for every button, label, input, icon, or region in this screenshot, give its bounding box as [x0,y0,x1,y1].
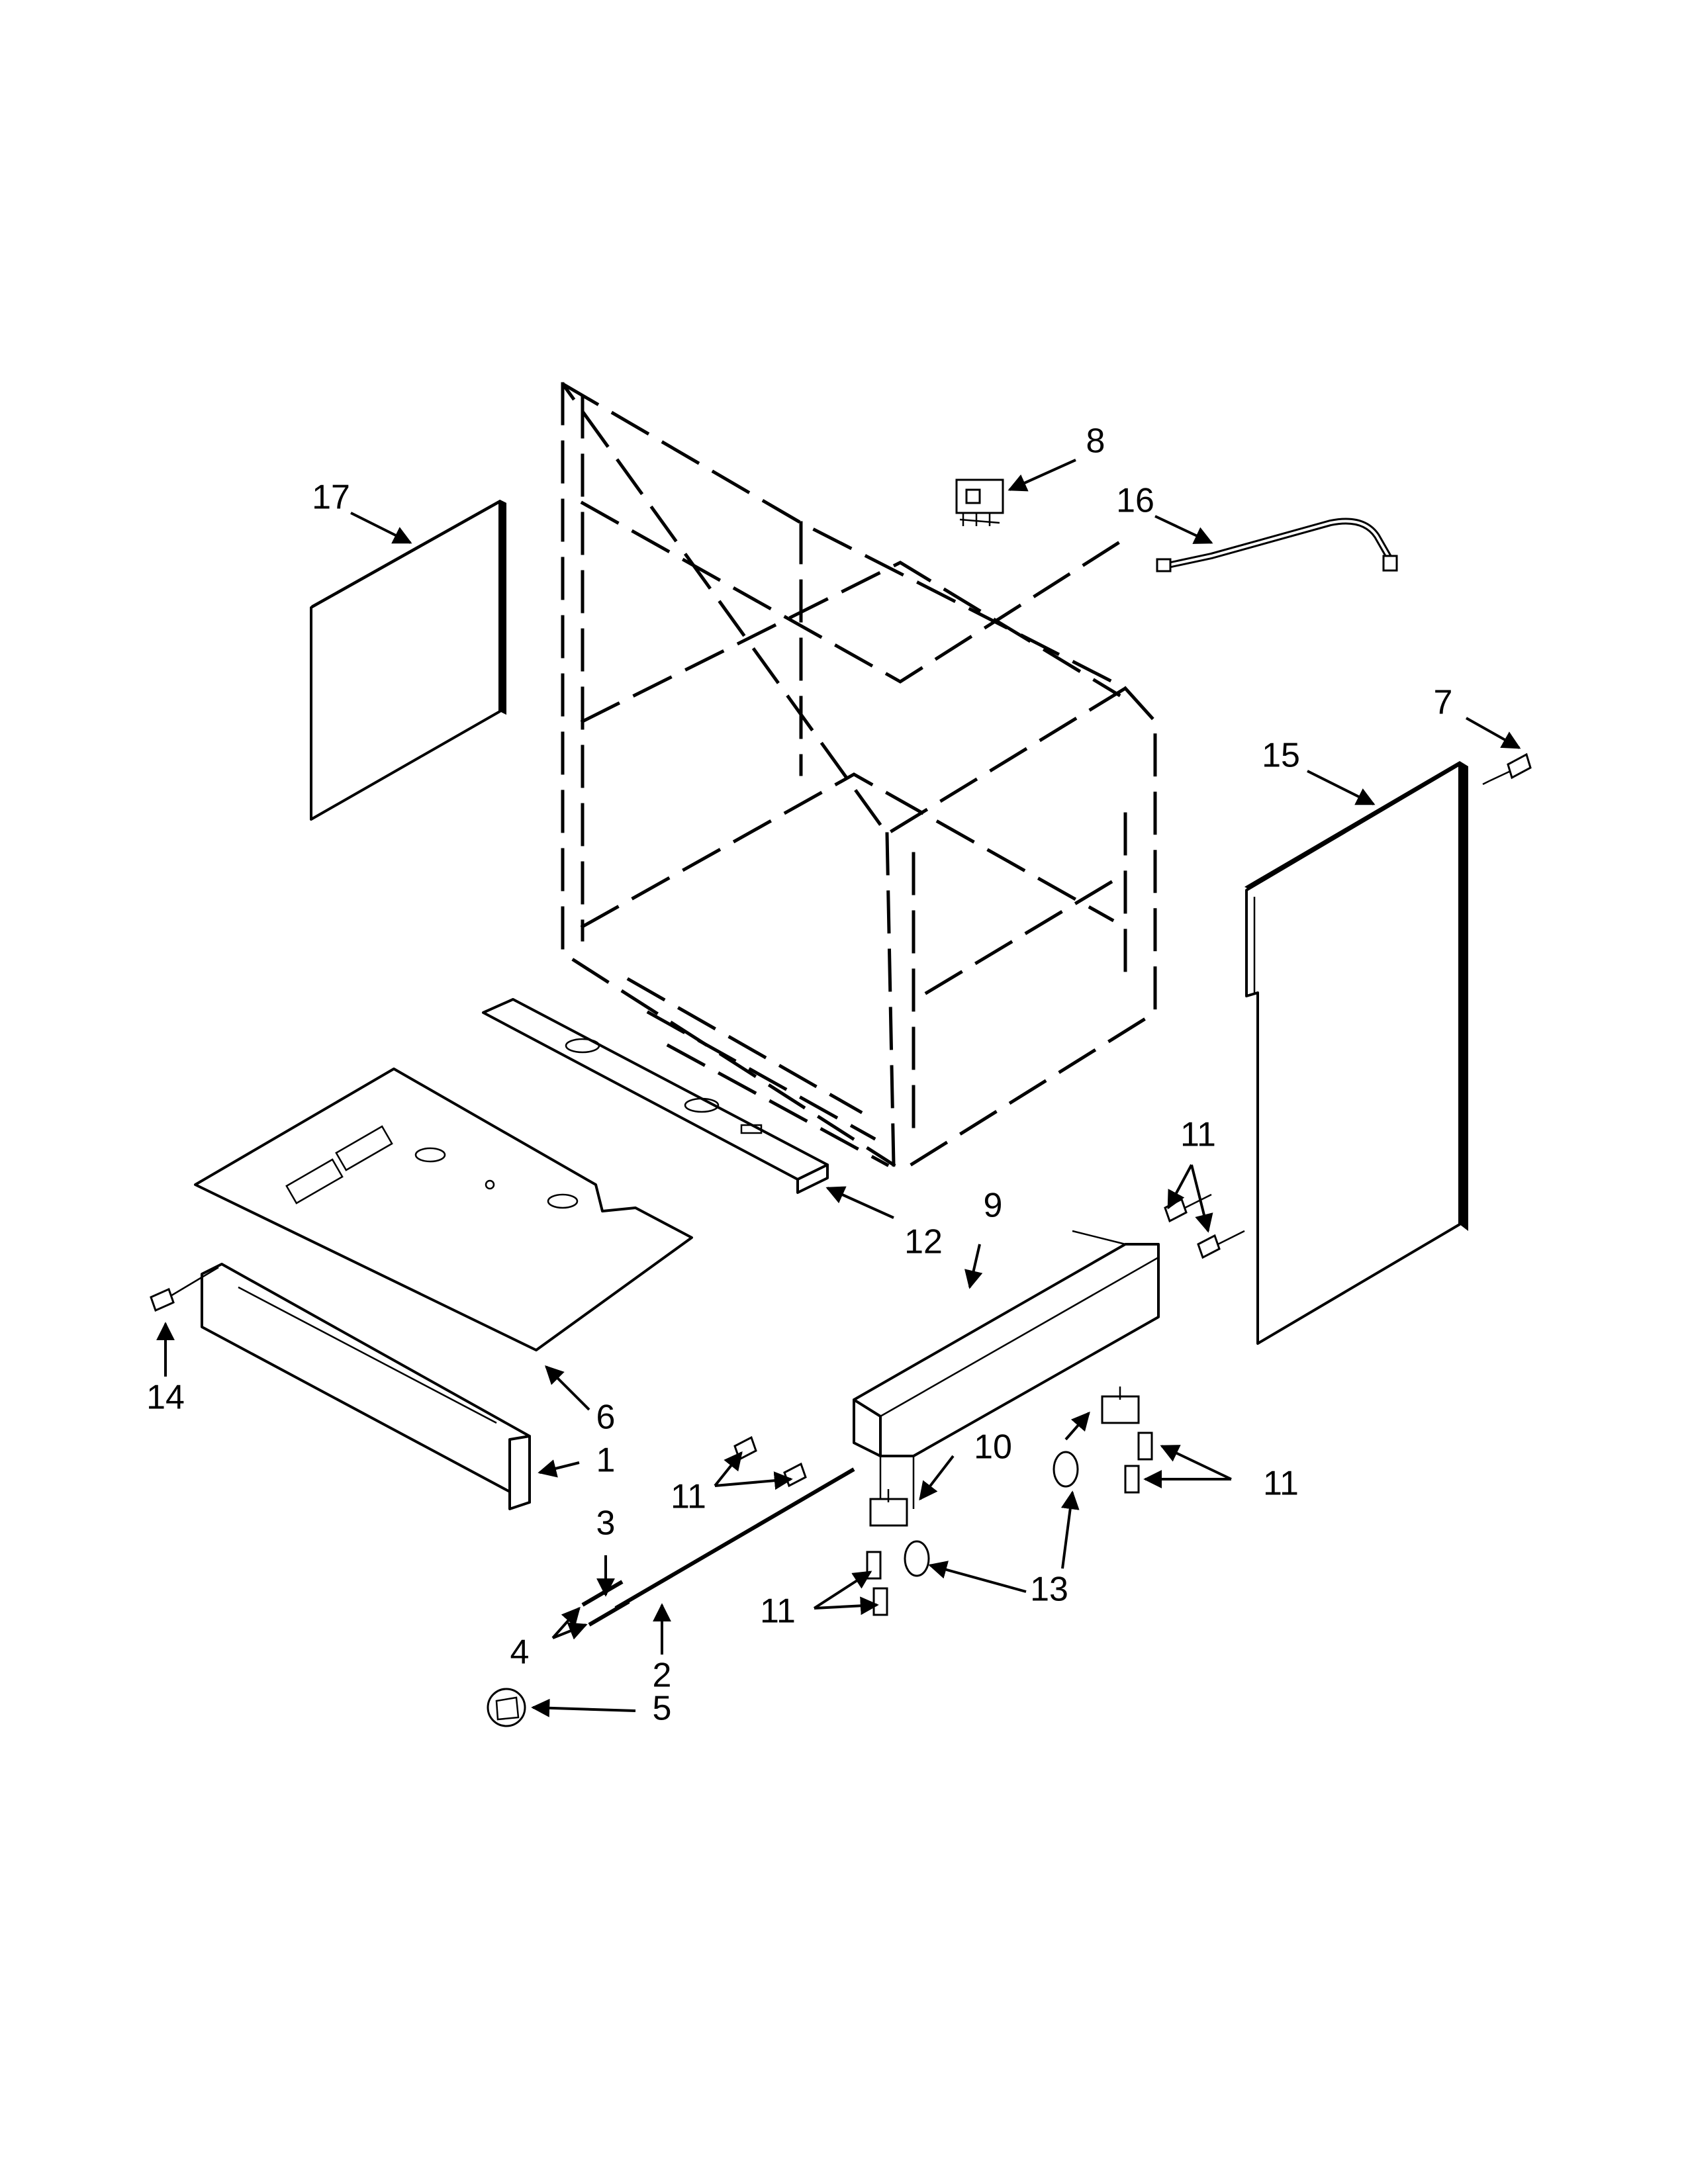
callout-5: 5 [653,1690,672,1728]
callout-6: 6 [596,1398,616,1437]
screw-part-7 [1482,752,1532,786]
bottom-plate-part-6 [194,1068,693,1351]
callout-2: 2 [653,1657,672,1695]
leader-lines [156,459,1521,1717]
callout-11-left: 11 [671,1478,706,1516]
callout-9: 9 [984,1187,1003,1225]
callout-7: 7 [1434,684,1453,722]
callout-4: 4 [510,1633,530,1672]
callout-16: 16 [1116,482,1154,520]
callout-17: 17 [312,478,350,517]
leveling-legs-part-10 [869,1387,1140,1527]
connector-part-8 [955,478,1004,526]
support-bar-part-12 [482,998,829,1194]
callout-11-top: 11 [1180,1116,1216,1154]
rod-part-2 [614,1467,855,1610]
callout-14: 14 [146,1379,185,1417]
callout-13: 13 [1030,1570,1068,1609]
knob-part-5 [487,1688,526,1727]
casters-part-13 [904,1451,1079,1577]
screw-part-14 [150,1266,219,1312]
callout-15: 15 [1262,737,1300,775]
callout-labels: 17 8 16 7 15 12 9 11 14 6 1 10 11 11 3 1… [146,422,1452,1728]
left-side-panel [310,500,506,821]
base-frame-part-9 [853,1230,1160,1509]
callout-8: 8 [1086,422,1105,461]
tube-part-16 [1156,518,1398,572]
callout-1: 1 [596,1441,616,1480]
oven-cavity-outline [561,382,1157,1174]
callout-12: 12 [904,1223,943,1261]
callout-11-bottom: 11 [760,1592,796,1631]
callout-10: 10 [974,1428,1012,1467]
right-side-panel [1244,761,1468,1345]
callout-11-right: 11 [1263,1465,1299,1503]
callout-3: 3 [596,1504,616,1543]
kick-panel-part-1 [201,1263,531,1510]
